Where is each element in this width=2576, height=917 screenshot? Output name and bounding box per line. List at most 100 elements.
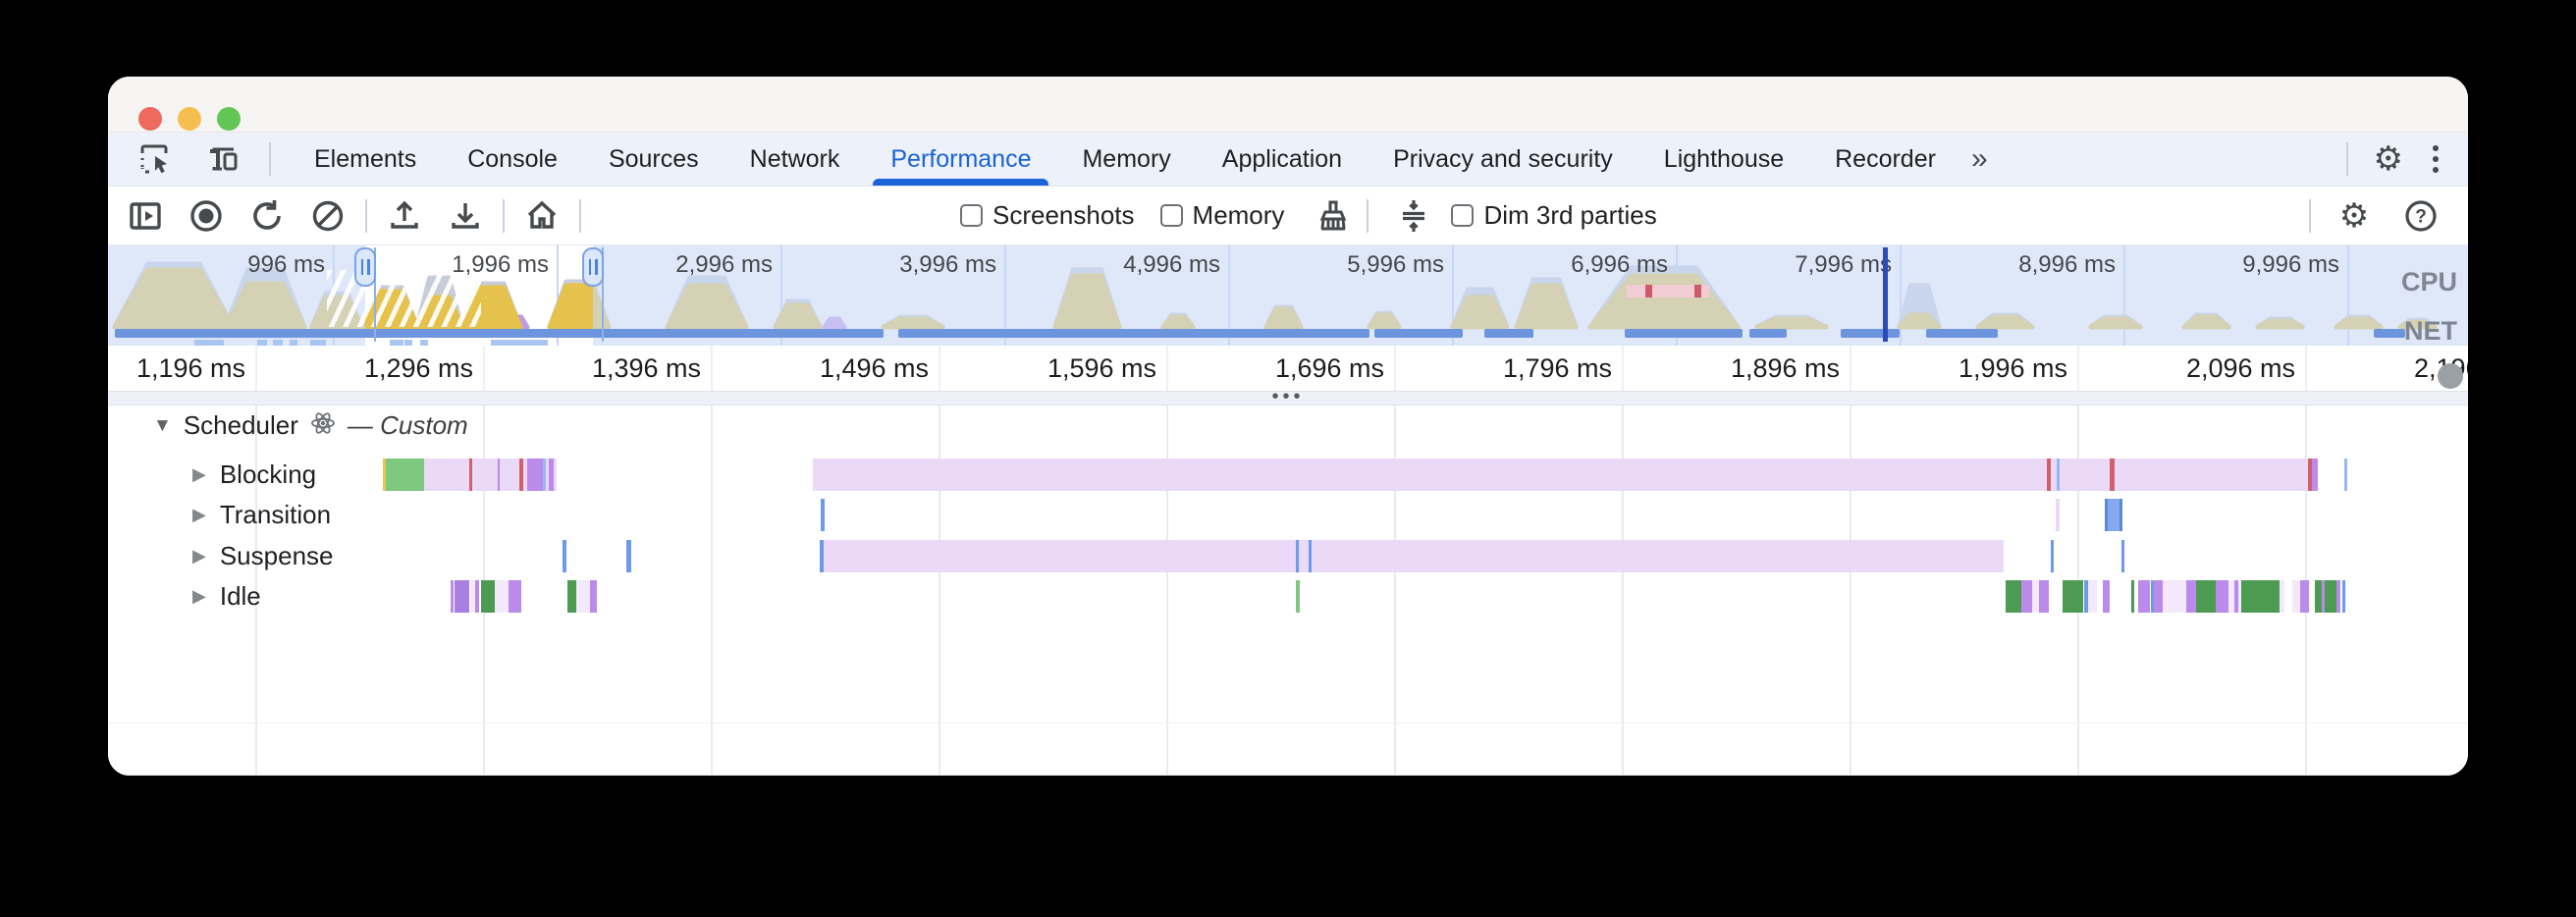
flame-bar-blocking[interactable] [813, 458, 2047, 491]
live-metrics-home-icon[interactable] [518, 192, 565, 240]
flame-bar-blocking[interactable] [2057, 458, 2060, 491]
flame-bar-idle[interactable] [2234, 580, 2238, 613]
flame-bar-idle[interactable] [481, 580, 495, 613]
flame-bar-suspense[interactable] [824, 540, 2004, 572]
selection-handle-left[interactable] [354, 247, 376, 287]
flame-bar-idle[interactable] [2196, 580, 2216, 613]
flame-bar-idle[interactable] [509, 580, 521, 613]
flame-bar-suspense[interactable] [1296, 540, 1299, 572]
track-row-label-transition[interactable]: ▶Transition [192, 500, 332, 529]
clear-recording-icon[interactable] [304, 192, 351, 240]
flame-bar-idle[interactable] [2241, 580, 2280, 613]
flame-bar-blocking[interactable] [469, 458, 472, 491]
flame-bar-idle[interactable] [576, 580, 590, 613]
flame-bar-suspense[interactable] [2121, 540, 2124, 572]
flame-bar-idle[interactable] [2063, 580, 2083, 613]
flame-bar-blocking[interactable] [2060, 458, 2110, 491]
flame-bar-blocking[interactable] [472, 458, 498, 491]
flame-bar-blocking[interactable] [519, 458, 523, 491]
memory-checkbox[interactable]: Memory [1159, 200, 1284, 231]
flame-bar-idle[interactable] [2292, 580, 2300, 613]
flame-bar-suspense[interactable] [820, 540, 824, 572]
flame-bar-blocking[interactable] [498, 458, 500, 491]
tab-recorder[interactable]: Recorder [1835, 144, 1936, 173]
flame-bar-idle[interactable] [2238, 580, 2241, 613]
flame-bar-idle[interactable] [2021, 580, 2032, 613]
flame-bar-blocking[interactable] [543, 458, 546, 491]
capture-settings-gear-icon[interactable]: ⚙ [2338, 196, 2370, 235]
flame-bar-blocking[interactable] [527, 458, 543, 491]
flame-bar-idle[interactable] [495, 580, 509, 613]
panel-resize-handle[interactable]: ••• [108, 387, 2468, 406]
flame-bar-suspense[interactable] [563, 540, 566, 572]
tab-console[interactable]: Console [467, 144, 558, 173]
flame-bar-transition[interactable] [2056, 499, 2060, 531]
tab-privacy-and-security[interactable]: Privacy and security [1393, 144, 1613, 173]
flame-bar-idle[interactable] [2006, 580, 2021, 613]
flame-bar-idle[interactable] [2322, 580, 2325, 613]
flame-bar-blocking[interactable] [546, 458, 549, 491]
flame-bar-idle[interactable] [2315, 580, 2322, 613]
load-profile-icon[interactable] [381, 192, 428, 240]
scrollbar-thumb[interactable] [2438, 363, 2463, 389]
zoom-window-button[interactable] [217, 107, 241, 131]
flame-bar-idle[interactable] [2131, 580, 2134, 613]
tab-network[interactable]: Network [749, 144, 840, 173]
screenshots-checkbox[interactable]: Screenshots [960, 200, 1135, 231]
track-row-label-blocking[interactable]: ▶Blocking [192, 459, 317, 489]
flame-bar-transition[interactable] [821, 499, 825, 531]
flame-bar-blocking[interactable] [554, 458, 557, 491]
flame-bar-idle[interactable] [455, 580, 469, 613]
close-window-button[interactable] [138, 107, 162, 131]
expand-triangle-icon[interactable]: ▶ [192, 505, 206, 524]
window-titlebar[interactable] [108, 77, 2468, 133]
devtools-menu-icon[interactable] [2429, 141, 2442, 177]
flame-bar-blocking[interactable] [2051, 458, 2057, 491]
flame-bar-blocking[interactable] [2115, 458, 2308, 491]
ignore-listing-icon[interactable] [1390, 192, 1437, 240]
flame-bar-idle[interactable] [451, 580, 454, 613]
flame-bar-idle[interactable] [2325, 580, 2336, 613]
flame-bar-suspense[interactable] [626, 540, 631, 572]
track-header-scheduler[interactable]: ▼ Scheduler — Custom [153, 410, 468, 440]
flame-chart-tracks[interactable]: ▶Blocking▶Transition▶Suspense▶Idle [108, 405, 2468, 776]
inspect-element-icon[interactable] [132, 135, 179, 183]
collapse-triangle-icon[interactable]: ▼ [153, 414, 172, 436]
flame-bar-blocking[interactable] [424, 458, 469, 491]
tab-performance[interactable]: Performance [865, 133, 1056, 186]
flame-bar-blocking[interactable] [2110, 458, 2115, 491]
track-row-label-idle[interactable]: ▶Idle [192, 581, 261, 611]
flame-bar-blocking[interactable] [2312, 458, 2318, 491]
flame-bar-blocking[interactable] [2308, 458, 2312, 491]
flame-bar-blocking[interactable] [383, 458, 386, 491]
expand-triangle-icon[interactable]: ▶ [192, 546, 206, 566]
tab-memory[interactable]: Memory [1082, 144, 1171, 173]
flame-bar-idle[interactable] [2228, 580, 2234, 613]
minimize-window-button[interactable] [178, 107, 201, 131]
flame-bar-suspense[interactable] [2051, 540, 2054, 572]
flame-bar-idle[interactable] [567, 580, 576, 613]
help-icon[interactable]: ? [2397, 192, 2444, 240]
tab-sources[interactable]: Sources [608, 144, 699, 173]
flame-bar-idle[interactable] [2088, 580, 2097, 613]
flame-bar-idle[interactable] [470, 580, 475, 613]
flame-bar-blocking[interactable] [549, 458, 554, 491]
flame-bar-idle[interactable] [2336, 580, 2340, 613]
flame-bar-idle[interactable] [2280, 580, 2284, 613]
expand-triangle-icon[interactable]: ▶ [192, 464, 206, 484]
flame-bar-idle[interactable] [590, 580, 597, 613]
toggle-device-toolbar-icon[interactable] [200, 135, 247, 183]
flame-bar-idle[interactable] [2103, 580, 2110, 613]
flame-bar-idle[interactable] [2216, 580, 2228, 613]
flame-bar-idle[interactable] [2138, 580, 2150, 613]
flame-bar-idle[interactable] [2154, 580, 2163, 613]
flame-bar-blocking[interactable] [2047, 458, 2051, 491]
flame-bar-blocking[interactable] [523, 458, 527, 491]
collect-garbage-icon[interactable] [1310, 192, 1357, 240]
flame-bar-idle[interactable] [2163, 580, 2186, 613]
flame-bar-blocking[interactable] [500, 458, 519, 491]
flame-bar-transition[interactable] [2105, 499, 2122, 531]
more-tabs-icon[interactable]: » [1970, 142, 1988, 175]
flame-bar-blocking[interactable] [386, 458, 424, 491]
